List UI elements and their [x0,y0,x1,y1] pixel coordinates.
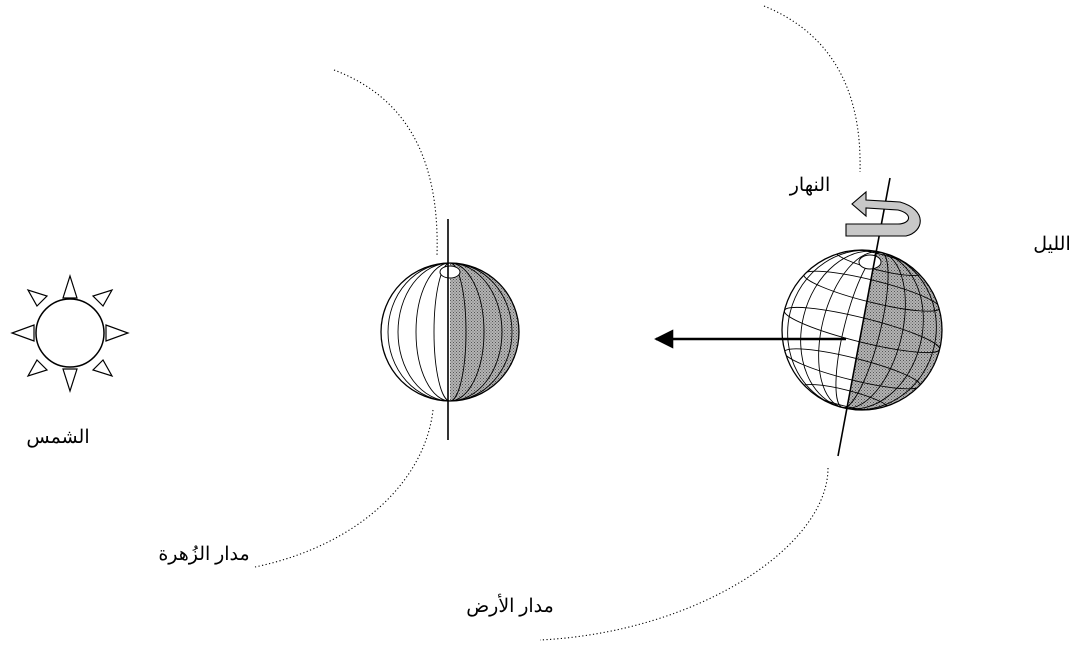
earth-orbit-path [763,5,861,173]
venus-orbit-path [333,69,438,256]
rotation-arrow-icon [845,190,921,237]
night-label: الليل [1033,234,1070,255]
earth-globe [781,177,943,457]
day-label: النهار [789,175,831,196]
sun-icon [10,274,130,393]
venus-globe [380,219,520,440]
venus-orbit-path-lower [254,409,434,568]
venus-orbit-label: مدار الزُهرة [158,544,249,565]
earth-orbit-path-lower [539,467,829,641]
sun-label: الشمس [26,427,89,448]
earth-orbit-label: مدار الأرض [466,593,554,617]
